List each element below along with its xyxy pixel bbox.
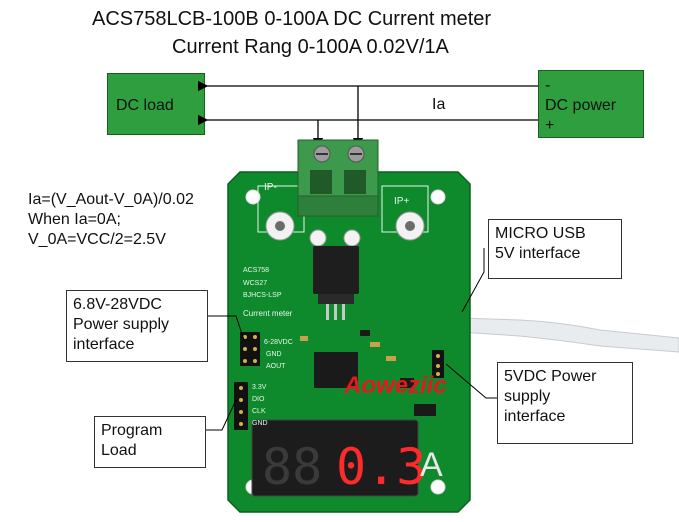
five-volt-header — [432, 350, 444, 378]
power-supply-callout: 6.8V-28VDC Power supply interface — [66, 290, 208, 362]
silk-bjhcs: BJHCS-LSP — [243, 292, 282, 299]
formula-line-2: When Ia=0A; — [28, 211, 121, 228]
display-unit: A — [420, 446, 443, 484]
mcu-chip — [314, 352, 358, 388]
dc-power-minus: - — [545, 77, 551, 94]
current-label: Ia — [432, 96, 446, 113]
program-callout-line-1: Program — [101, 422, 163, 439]
dc-power-box: - DC power + — [538, 70, 644, 138]
program-callout-line-2: Load — [101, 442, 137, 459]
silk-current-meter: Current meter — [243, 309, 293, 318]
watermark-text: Aoweziic — [344, 372, 447, 399]
acs758-sensor — [313, 246, 359, 294]
five-volt-callout-line-2: supply — [504, 388, 551, 405]
usb-callout-line-1: MICRO USB — [495, 225, 586, 242]
silk-acs758: ACS758 — [243, 267, 269, 274]
display-dim-digits: 88 — [262, 438, 322, 496]
usb-callout-line-2: 5V interface — [495, 245, 581, 262]
terminal-block — [297, 139, 379, 217]
dc-power-label: DC power — [545, 97, 617, 114]
silk-ip-minus: IP- — [264, 182, 277, 193]
pcb-board — [227, 171, 471, 513]
program-load-callout: Program Load — [94, 416, 206, 468]
dc-power-plus: + — [545, 117, 555, 134]
title-line-2: Current Rang 0-100A 0.02V/1A — [172, 36, 449, 58]
led-display — [251, 419, 419, 497]
program-header — [234, 382, 248, 430]
power-callout-line-3: interface — [73, 336, 135, 353]
dc-load-label: DC load — [116, 97, 174, 114]
silk-vin: 6-28VDC — [264, 339, 293, 346]
usb-callout: MICRO USB 5V interface — [488, 219, 622, 279]
silk-swdio: DIO — [252, 396, 265, 403]
silk-ip-plus: IP+ — [394, 196, 409, 207]
five-volt-callout: 5VDC Power supply interface — [497, 362, 633, 444]
current-flow-arrows — [197, 80, 538, 149]
title-line-1: ACS758LCB-100B 0-100A DC Current meter — [92, 8, 492, 30]
display-red-digits: 0.3 — [336, 438, 426, 496]
callout-leaders — [206, 248, 498, 431]
power-input-header — [240, 332, 260, 366]
silk-gnd-2: GND — [252, 420, 268, 427]
silk-wcs27: WCS27 — [243, 280, 267, 287]
five-volt-callout-line-1: 5VDC Power — [504, 368, 597, 385]
silk-gnd: GND — [266, 351, 282, 358]
formula-line-3: V_0A=VCC/2=2.5V — [28, 231, 166, 248]
power-callout-line-1: 6.8V-28VDC — [73, 296, 162, 313]
power-callout-line-2: Power supply — [73, 316, 170, 333]
formula-line-1: Ia=(V_Aout-V_0A)/0.02 — [28, 191, 194, 208]
silk-swclk: CLK — [252, 408, 266, 415]
silk-aout: AOUT — [266, 363, 286, 370]
silk-33v: 3.3V — [252, 384, 267, 391]
dc-load-box: DC load — [107, 73, 205, 135]
five-volt-callout-line-3: interface — [504, 408, 566, 425]
